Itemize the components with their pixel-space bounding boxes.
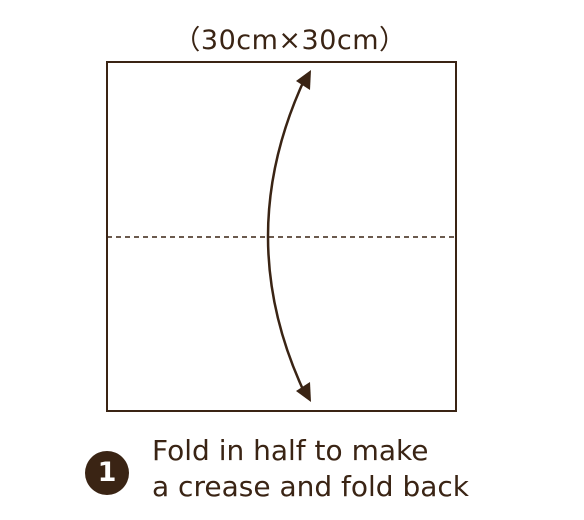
step-number-badge: 1 — [85, 451, 129, 495]
dimension-label: （30cm×30cm） — [173, 25, 407, 56]
arrowhead-bottom-icon — [296, 382, 311, 402]
fold-arrow-icon — [266, 70, 311, 402]
instruction-line-1: Fold in half to make — [152, 434, 429, 467]
step-instruction: Fold in half to make a crease and fold b… — [152, 433, 572, 505]
arrowhead-top-icon — [296, 70, 311, 90]
instruction-line-2: a crease and fold back — [152, 470, 470, 503]
